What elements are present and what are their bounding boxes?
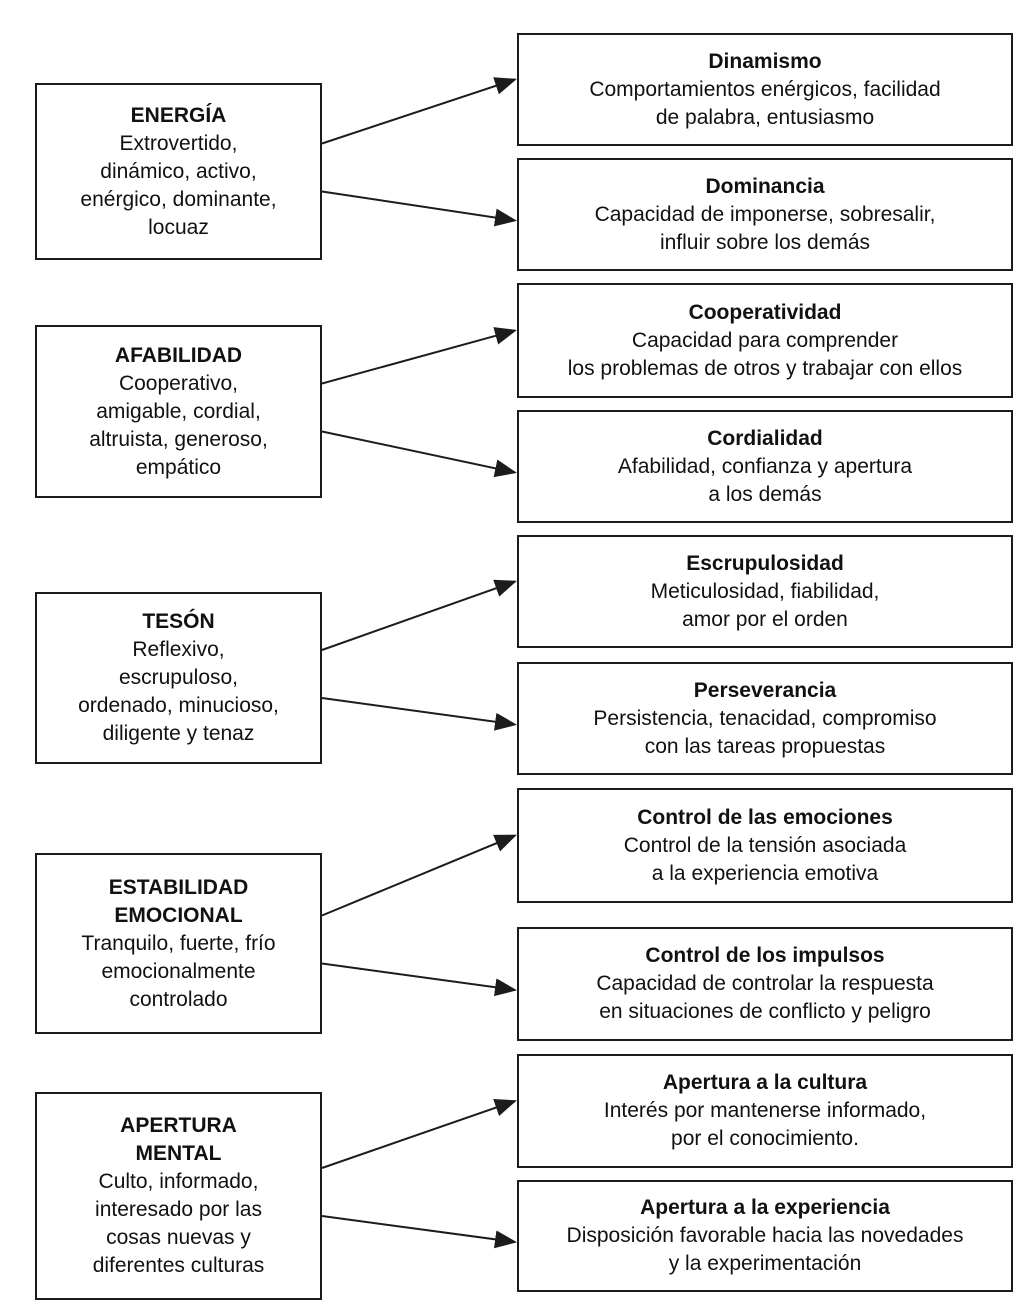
subdim-box-dominancia: Dominancia Capacidad de imponerse, sobre… [517,158,1013,271]
subdim-title: Cordialidad [707,426,823,450]
subdim-box-control-emociones: Control de las emociones Control de la t… [517,788,1013,903]
subdim-title: Apertura a la experiencia [640,1196,890,1219]
subdim-description: Persistencia, tenacidad, compromiso con … [593,706,937,758]
factor-box-afabilidad: AFABILIDAD Cooperativo, amigable, cordia… [35,325,322,498]
subdim-title: Dinamismo [708,49,822,73]
subdim-description: Comportamientos enérgicos, facilidad de … [589,77,941,129]
factor-description: Tranquilo, fuerte, frío emocionalmente c… [81,931,276,1011]
subdim-title: Escrupulosidad [686,551,844,575]
subdim-box-perseverancia: Perseverancia Persistencia, tenacidad, c… [517,662,1013,775]
subdim-description: Afabilidad, confianza y apertura a los d… [617,454,913,506]
factor-box-energia: ENERGÍA Extrovertido, dinámico, activo, … [35,83,322,260]
subdim-box-apertura-cultura: Apertura a la cultura Interés por manten… [517,1054,1013,1168]
factor-title: TESÓN [142,610,215,633]
factor-description: Culto, informado, interesado por las cos… [92,1170,265,1277]
factor-title: ENERGÍA [130,103,227,127]
subdim-description: Disposición favorable hacia las novedade… [566,1224,964,1275]
subdim-box-apertura-experiencia: Apertura a la experiencia Disposición fa… [517,1180,1013,1292]
factor-box-estabilidad-emocional: ESTABILIDAD EMOCIONAL Tranquilo, fuerte,… [35,853,322,1034]
subdim-title: Control de las emociones [637,805,893,829]
subdim-box-cooperatividad: Cooperatividad Capacidad para comprender… [517,283,1013,398]
subdim-title: Apertura a la cultura [662,1071,868,1094]
factor-description: Reflexivo, escrupuloso, ordenado, minuci… [78,638,279,745]
factor-box-teson: TESÓN Reflexivo, escrupuloso, ordenado, … [35,592,322,764]
factor-description: Cooperativo, amigable, cordial, altruist… [89,371,268,479]
subdim-description: Interés por mantenerse informado, por el… [603,1099,927,1150]
subdim-box-control-impulsos: Control de los impulsos Capacidad de con… [517,927,1013,1041]
subdim-box-escrupulosidad: Escrupulosidad Meticulosidad, fiabilidad… [517,535,1013,648]
subdim-box-dinamismo: Dinamismo Comportamientos enérgicos, fac… [517,33,1013,146]
factor-title: ESTABILIDAD EMOCIONAL [108,875,249,927]
factor-description: Extrovertido, dinámico, activo, enérgico… [80,131,277,239]
factor-box-apertura-mental: APERTURA MENTAL Culto, informado, intere… [35,1092,322,1300]
factor-title: APERTURA MENTAL [120,1114,237,1165]
subdim-title: Control de los impulsos [645,944,885,967]
subdim-description: Capacidad para comprender los problemas … [567,328,963,380]
factor-title: AFABILIDAD [114,343,243,367]
subdim-description: Control de la tensión asociada a la expe… [623,833,907,885]
subdim-description: Capacidad de imponerse, sobresalir, infl… [594,202,936,254]
subdim-title: Cooperatividad [688,300,842,324]
subdim-description: Capacidad de controlar la respuesta en s… [596,972,934,1023]
subdim-box-cordialidad: Cordialidad Afabilidad, confianza y aper… [517,410,1013,523]
subdim-description: Meticulosidad, fiabilidad, amor por el o… [650,579,880,631]
subdim-title: Perseverancia [693,678,837,702]
subdim-title: Dominancia [705,174,825,198]
